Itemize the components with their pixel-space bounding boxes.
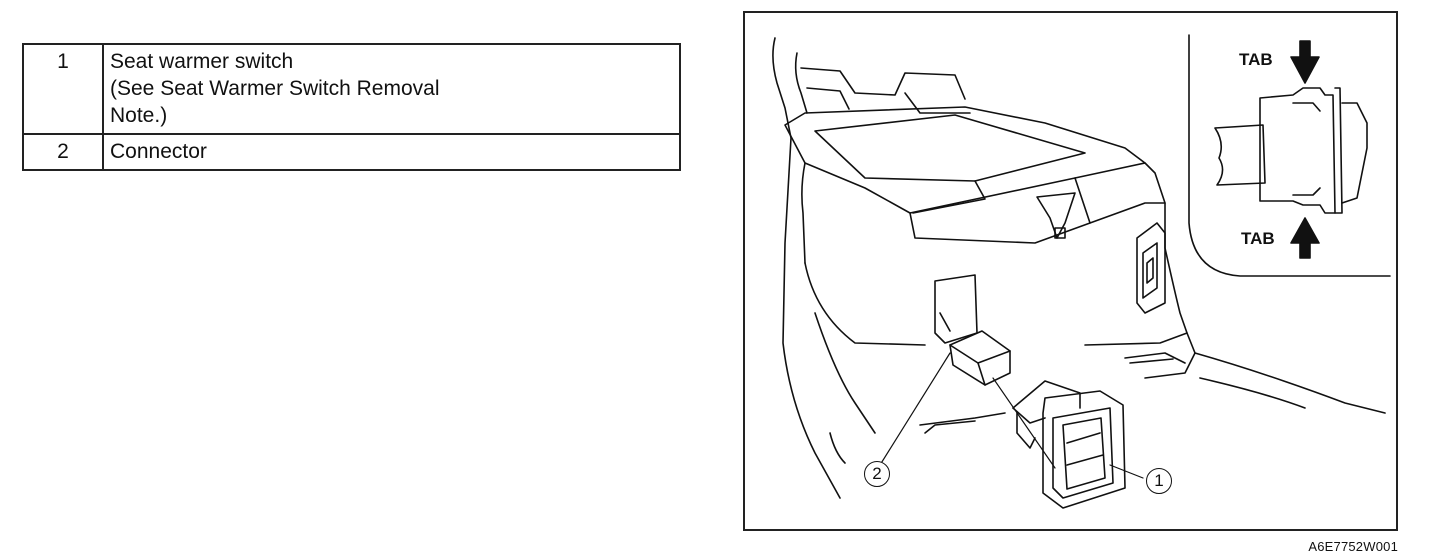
part-description: Seat warmer switch (See Seat Warmer Swit…: [102, 43, 681, 135]
switch-leader: [1109, 464, 1144, 479]
console-body: [772, 37, 1386, 499]
callout-switch: 1: [1146, 468, 1172, 494]
table-row: 2 Connector: [22, 133, 681, 171]
seat-warmer-switch: [992, 377, 1126, 509]
part-description: Connector: [102, 133, 681, 171]
console-drawing: [772, 34, 1391, 509]
part-number: 2: [22, 133, 104, 171]
connector: [949, 330, 1011, 386]
tab-detail-inset: [1188, 34, 1391, 277]
part-number: 1: [22, 43, 104, 135]
connector-leader: [879, 352, 951, 466]
part-description-text: Connector: [110, 140, 207, 163]
part-description-text: Seat warmer switch (See Seat Warmer Swit…: [110, 50, 440, 127]
table-row: 1 Seat warmer switch (See Seat Warmer Sw…: [22, 43, 681, 135]
bottom-tab-label: TAB: [1241, 229, 1275, 248]
parts-table: 1 Seat warmer switch (See Seat Warmer Sw…: [22, 43, 681, 171]
top-tab-label: TAB: [1239, 50, 1273, 69]
removal-illustration: TAB TAB 2 1: [743, 11, 1398, 531]
callout-connector: 2: [864, 461, 890, 487]
figure-code: A6E7752W001: [1308, 539, 1398, 554]
